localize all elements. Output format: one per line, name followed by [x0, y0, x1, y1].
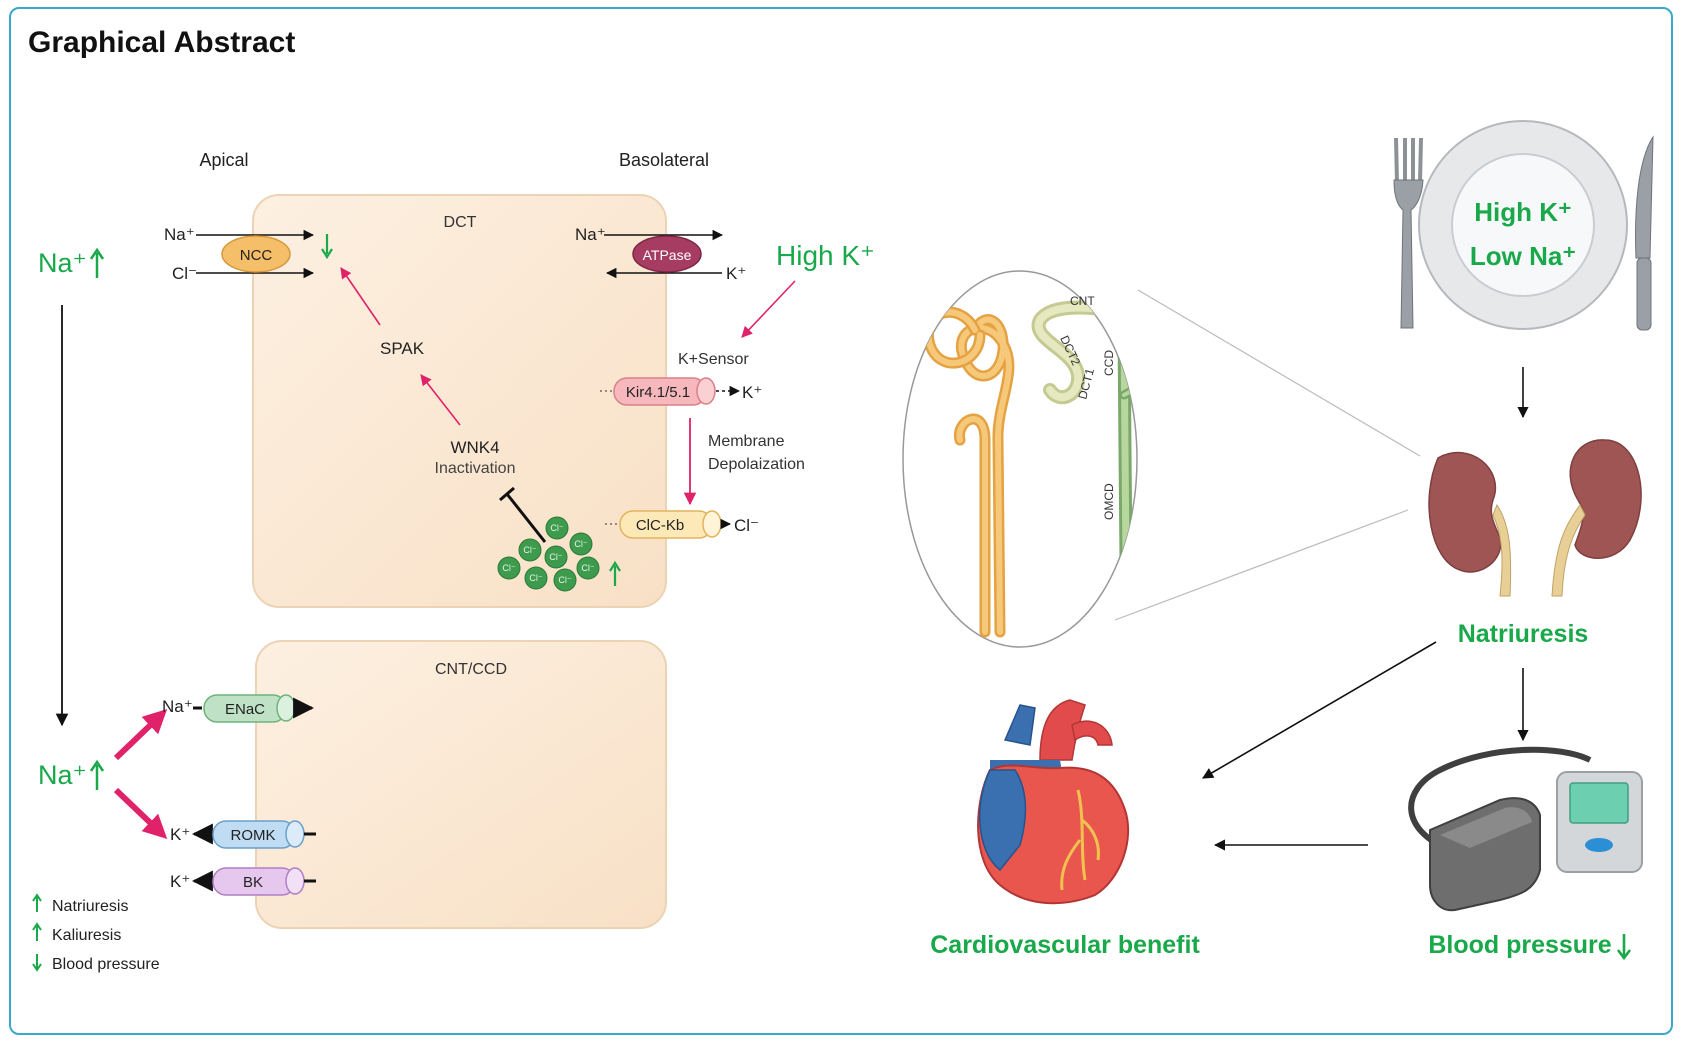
svg-text:Cl⁻: Cl⁻	[550, 523, 563, 533]
na-increase-bottom: Na⁺	[38, 759, 105, 790]
magenta-arrow-enac	[113, 709, 168, 761]
clc-label: ClC-Kb	[636, 517, 684, 534]
nephron-cnt-label: CNT	[1070, 294, 1095, 308]
na-bottom-text: Na⁺	[38, 760, 87, 790]
ncc-na-label: Na⁺	[164, 225, 195, 244]
high-k-label: High K⁺	[776, 240, 875, 271]
page-title: Graphical Abstract	[28, 26, 296, 59]
apical-label: Apical	[199, 150, 248, 170]
legend: Natriuresis Kaliuresis Blood pressure	[32, 893, 160, 973]
romk-channel: ROMK	[212, 820, 305, 849]
spak-label: SPAK	[380, 339, 425, 358]
basolateral-label: Basolateral	[619, 150, 709, 170]
atpase-transporter	[632, 235, 702, 273]
membrane-label: Membrane	[708, 433, 785, 450]
kir-k-label: K⁺	[742, 383, 762, 402]
plate-low-na: Low Na⁺	[1470, 241, 1576, 271]
chloride-cluster: Cl⁻ Cl⁻ Cl⁻ Cl⁻ Cl⁻ Cl⁻ Cl⁻ Cl⁻	[497, 516, 621, 592]
wnk4-to-spak-arrow	[420, 374, 461, 426]
enac-na-label: Na⁺	[162, 697, 193, 716]
cnt-ccd-cell	[255, 640, 667, 929]
ncc-label: NCC	[240, 247, 273, 264]
svg-text:Cl⁻: Cl⁻	[574, 539, 587, 549]
svg-text:Cl⁻: Cl⁻	[581, 563, 594, 573]
plate-high-k: High K⁺	[1474, 197, 1572, 227]
magenta-arrow-romk	[113, 787, 168, 839]
bk-label: BK	[243, 874, 263, 891]
nephron-omcd-label: OMCD	[1102, 483, 1116, 520]
k-sensor-label: K+Sensor	[678, 351, 749, 368]
clc-kb-channel: ClC-Kb Cl⁻	[605, 510, 759, 539]
high-k-arrow	[741, 280, 796, 338]
clc-cl-label: Cl⁻	[734, 516, 759, 535]
enac-label: ENaC	[225, 701, 265, 718]
wnk4-label: WNK4	[450, 438, 499, 457]
nephron-illustration: CNT DCT2 DCT1 CCD OMCD	[902, 270, 1421, 648]
knife-icon	[1635, 135, 1654, 331]
atpase-label: ATPase	[643, 247, 692, 263]
atpase-na-label: Na⁺	[575, 225, 606, 244]
dct-cell	[252, 194, 667, 608]
spak-to-ncc-arrow	[340, 267, 381, 326]
heart-icon	[977, 699, 1130, 905]
legend-natriuresis: Natriuresis	[52, 898, 128, 915]
na-top-text: Na⁺	[38, 248, 87, 278]
legend-blood-pressure: Blood pressure	[52, 956, 160, 973]
down-arrow-icon	[1616, 934, 1632, 961]
svg-text:Cl⁻: Cl⁻	[523, 545, 536, 555]
enac-channel: ENaC	[203, 694, 296, 723]
na-increase-top: Na⁺	[38, 247, 105, 278]
inhibition-line	[505, 493, 547, 543]
ncc-transporter	[221, 235, 291, 273]
ncc-cl-label: Cl⁻	[172, 264, 197, 283]
nephron-ccd-label: CCD	[1102, 350, 1116, 376]
blood-pressure-label: Blood pressure	[1428, 931, 1611, 959]
inactivation-label: Inactivation	[435, 460, 516, 477]
romk-k-label: K⁺	[170, 825, 190, 844]
dct-label: DCT	[444, 214, 477, 231]
fork-icon	[1393, 137, 1424, 329]
legend-kaliuresis: Kaliuresis	[52, 927, 121, 944]
atpase-k-label: K⁺	[726, 264, 746, 283]
natriuresis-to-heart-arrow	[1202, 641, 1437, 779]
natriuresis-label: Natriuresis	[1458, 620, 1589, 648]
kidneys-icon	[1428, 439, 1642, 597]
kir-channel: Kir4.1/5.1 K⁺	[600, 377, 762, 406]
kir-label: Kir4.1/5.1	[626, 384, 690, 401]
blood-pressure-monitor-icon	[1408, 746, 1643, 912]
svg-text:Cl⁻: Cl⁻	[529, 573, 542, 583]
depolarization-label: Depolaization	[708, 456, 805, 473]
svg-text:Cl⁻: Cl⁻	[549, 552, 562, 562]
graphical-abstract-frame	[9, 7, 1673, 1035]
svg-text:Cl⁻: Cl⁻	[502, 563, 515, 573]
cnt-ccd-label: CNT/CCD	[435, 661, 507, 678]
bk-k-label: K⁺	[170, 872, 190, 891]
svg-text:Cl⁻: Cl⁻	[558, 575, 571, 585]
diet-plate-illustration: High K⁺ Low Na⁺	[1393, 120, 1654, 331]
romk-label: ROMK	[231, 827, 276, 844]
bk-channel: BK	[212, 867, 305, 896]
cardiovascular-benefit-label: Cardiovascular benefit	[930, 931, 1200, 959]
